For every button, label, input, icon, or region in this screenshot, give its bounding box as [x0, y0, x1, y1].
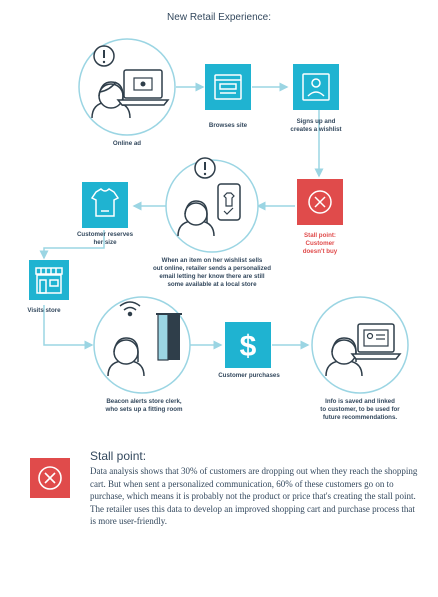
wifi-icon [119, 301, 141, 317]
info-saved-node [311, 296, 409, 394]
phone-icon [217, 183, 241, 221]
visits-store-label: Visits store [27, 307, 61, 314]
close-icon [308, 190, 332, 214]
signs-up-label: Signs up and creates a wishlist [290, 118, 342, 133]
dollar-icon: $ [240, 330, 257, 363]
fitting-room-icon [156, 313, 182, 361]
svg-text:$: $ [240, 330, 257, 363]
flow-diagram: $ [29, 38, 409, 394]
woman-icon [325, 337, 363, 377]
shirt-icon [90, 188, 120, 217]
visits-store-node [29, 260, 69, 300]
stall-point-node [297, 179, 343, 225]
browser-icon [214, 74, 242, 100]
purchases-label: Customer purchases [218, 372, 280, 379]
store-icon [35, 267, 63, 294]
online-ad-label: Online ad [112, 140, 142, 147]
laptop-icon [116, 69, 170, 106]
reserves-node [82, 182, 128, 228]
alert-icon [93, 45, 115, 67]
connectors [39, 82, 324, 350]
beacon-label: Beacon alerts store clerk, who sets up a… [105, 398, 183, 413]
browses-site-node [205, 64, 251, 110]
stall-point-heading: Stall point: [90, 449, 147, 463]
purchases-node: $ [225, 322, 271, 368]
close-icon [38, 466, 62, 490]
diagram-title: New Retail Experience: [167, 12, 271, 23]
woman-icon [91, 81, 131, 119]
online-ad-node [78, 38, 176, 136]
email-node [165, 157, 259, 253]
email-label: When an item on her wishlist sells out o… [153, 257, 271, 288]
woman-icon [107, 337, 145, 377]
stall-point-badge [30, 458, 70, 498]
stall-point-step-label: Stall point: Customer doesn't buy [302, 232, 338, 255]
alert-icon [194, 157, 216, 179]
laptop-icon [350, 323, 402, 360]
browses-site-label: Browses site [208, 122, 248, 129]
info-saved-label: Info is saved and linked to customer, to… [320, 398, 400, 421]
signs-up-node [293, 64, 339, 110]
woman-icon [177, 200, 215, 237]
profile-card-icon [302, 73, 330, 101]
beacon-node [93, 296, 191, 394]
stall-point-body: Data analysis shows that 30% of customer… [90, 466, 418, 527]
reserves-label: Customer reserves her size [76, 231, 134, 246]
